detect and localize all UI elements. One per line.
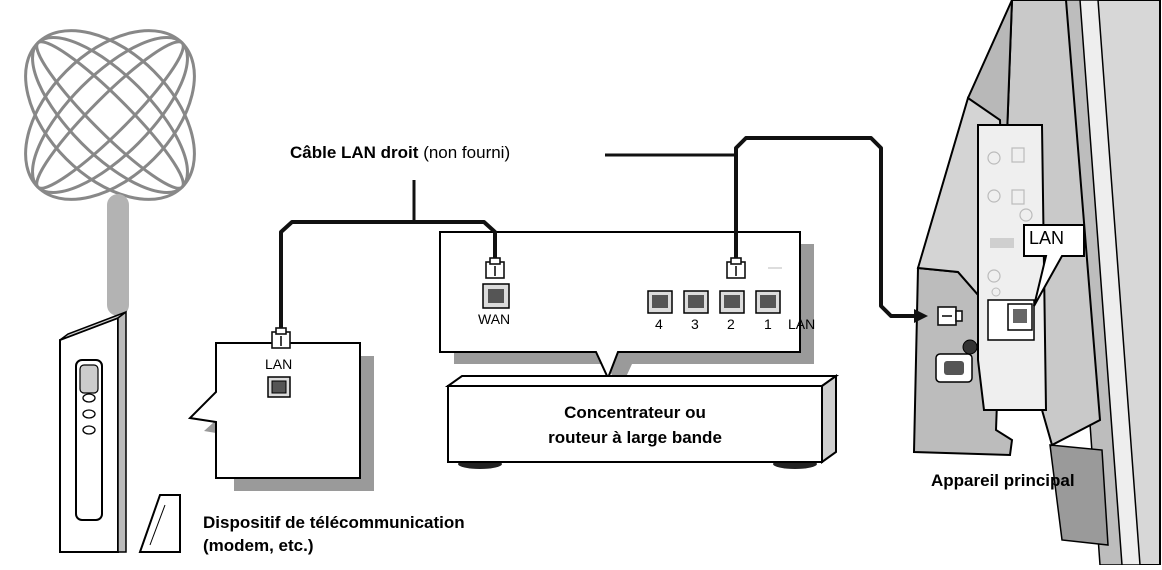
rj45-plug-icon	[726, 257, 746, 279]
cable-label: Câble LAN droit (non fourni)	[290, 143, 510, 163]
main-unit-lan-callout-label: LAN	[1029, 228, 1065, 248]
router-lan-port-1-label: 1	[764, 316, 772, 332]
modem-caption-line1: Dispositif de télécommunication	[203, 513, 465, 532]
router-lan-port-2-label: 2	[727, 316, 735, 332]
main-unit-caption: Appareil principal	[931, 471, 1075, 490]
lan-cables	[279, 136, 918, 328]
router-caption-line2: routeur à large bande	[548, 428, 722, 447]
router-wan-port-label: WAN	[478, 311, 511, 327]
modem-lan-port-label: LAN	[265, 356, 293, 372]
rj45-plug-icon	[485, 257, 505, 279]
router-lan-port-3-label: 3	[691, 316, 699, 332]
connect-arrow-icon	[914, 309, 928, 323]
rj45-plug-icon	[271, 327, 291, 349]
router-caption-line1: Concentrateur ou	[564, 403, 706, 422]
main-unit-lan-callout	[1023, 224, 1085, 307]
cable-modem-to-router	[279, 220, 497, 328]
main-unit-device	[912, 0, 1161, 566]
rj45-plug-icon	[937, 306, 963, 326]
cable-label-bold: Câble LAN droit	[290, 143, 419, 162]
modem-device	[59, 310, 181, 553]
cable-router-to-main-unit	[734, 136, 918, 318]
router-port-popup	[439, 231, 814, 390]
internet-globe-icon	[24, 29, 196, 201]
router-device	[444, 374, 840, 469]
router-lan-label: LAN	[788, 316, 816, 332]
router-lan-port-4-label: 4	[655, 316, 663, 332]
cable-label-normal: (non fourni)	[423, 143, 511, 162]
modem-port-popup	[187, 342, 374, 491]
modem-caption-line2: (modem, etc.)	[203, 536, 314, 555]
